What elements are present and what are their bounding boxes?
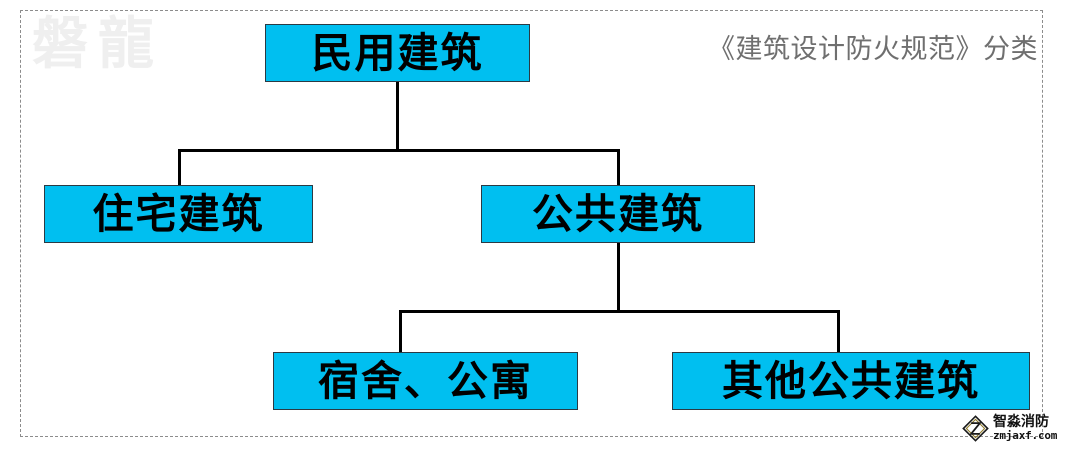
brand-text-block: 智淼消防 zmjaxf.com	[993, 415, 1057, 441]
connector-drop-public	[617, 149, 620, 186]
connector-drop-other	[837, 310, 840, 353]
connector-drop-residential	[178, 149, 181, 186]
diamond-logo-icon	[962, 415, 989, 442]
node-public-building[interactable]: 公共建筑	[481, 185, 755, 243]
connector-root-stem	[396, 82, 399, 151]
connector-level2-bus	[399, 310, 839, 313]
node-dormitory-apartment[interactable]: 宿舍、公寓	[273, 352, 578, 410]
connector-drop-dormitory	[399, 310, 402, 353]
node-residential-building[interactable]: 住宅建筑	[44, 185, 313, 243]
brand-name: 智淼消防	[993, 414, 1049, 431]
connector-public-stem	[617, 243, 620, 312]
dashed-frame-border	[20, 10, 1043, 437]
diagram-caption: 《建筑设计防火规范》分类	[708, 34, 1038, 65]
watermark-text: 磐龍	[32, 12, 164, 77]
node-other-public-building[interactable]: 其他公共建筑	[672, 352, 1030, 410]
brand-url: zmjaxf.com	[993, 429, 1058, 443]
node-civil-building[interactable]: 民用建筑	[265, 24, 530, 82]
brand-logo[interactable]: 智淼消防 zmjaxf.com	[962, 415, 1057, 442]
connector-level1-bus	[178, 149, 619, 152]
